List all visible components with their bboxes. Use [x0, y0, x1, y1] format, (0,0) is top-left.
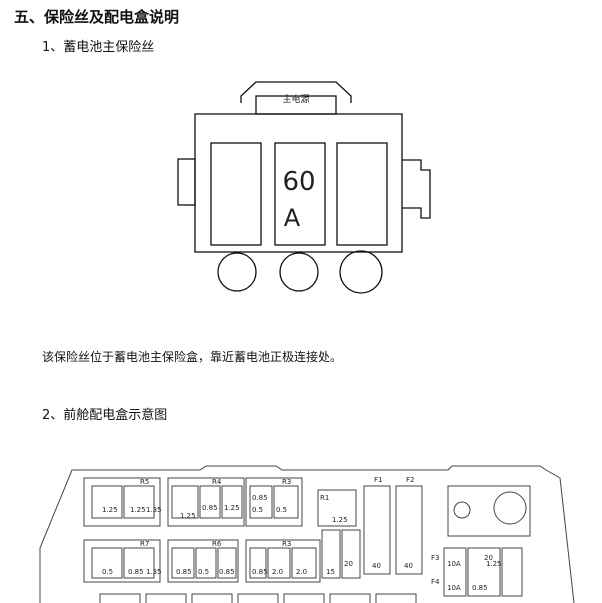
section-title: 五、保险丝及配电盒说明: [14, 8, 180, 26]
fuse-value: 0.85: [472, 584, 488, 592]
fuse-value: 1.25: [224, 504, 240, 512]
fuse-value: 0.5: [252, 506, 263, 514]
fuse-value: 2.0: [272, 568, 283, 576]
relay-label: R7: [140, 540, 149, 548]
fuse-value: 1.25: [102, 506, 118, 514]
main-fuse-right-connector: [402, 159, 431, 219]
relay-label: R6: [212, 540, 222, 548]
fuse-label: F4: [431, 578, 440, 586]
main-fuse-window-left: [210, 142, 262, 246]
fuse-value: 0.85: [252, 568, 268, 576]
main-fuse-window-right: [336, 142, 388, 246]
fuse-value: 10A: [447, 584, 461, 592]
main-fuse-bolt-1: [217, 252, 257, 292]
front-box-outline: [39, 465, 575, 603]
fuse-value: 0.5: [276, 506, 287, 514]
fuse-value: 0.85: [252, 494, 268, 502]
main-fuse-bolt-2: [279, 252, 319, 292]
fuse-label: F3: [431, 554, 439, 562]
main-fuse-window-center: [274, 142, 326, 246]
fuse-value: 20: [484, 554, 493, 562]
fuse-value: 0.5: [198, 568, 209, 576]
subsection-title-main-fuse: 1、蓄电池主保险丝: [42, 40, 155, 55]
fuse-value: 1.25: [486, 560, 502, 568]
fuse-value: 15: [326, 568, 335, 576]
fuse-label: F1: [374, 476, 382, 484]
front-box-diagram: [39, 465, 575, 603]
fuse-value: 0.5: [102, 568, 113, 576]
fuse-value: 10A: [447, 560, 461, 568]
fuse-value: 40: [404, 562, 413, 570]
fuse-value: 0.85: [128, 568, 144, 576]
fuse-value: 0.85: [202, 504, 218, 512]
fuse-value: 1.35: [146, 568, 162, 576]
fuse-description: 该保险丝位于蓄电池主保险盒，靠近蓄电池正极连接处。: [42, 350, 343, 364]
fuse-value: 0.85: [219, 568, 235, 576]
main-fuse-left-connector: [177, 158, 196, 206]
relay-label: R3: [282, 540, 291, 548]
relay-label: R1: [320, 494, 329, 502]
fuse-label: F2: [406, 476, 414, 484]
main-fuse-bolt-3: [339, 250, 383, 294]
fuse-value: 1.25: [130, 506, 146, 514]
fuse-value: 40: [372, 562, 381, 570]
relay-label: R3: [282, 478, 291, 486]
fuse-value: 20: [344, 560, 353, 568]
subsection-title-front-box: 2、前舱配电盒示意图: [42, 408, 168, 423]
main-fuse-top-tab: [240, 81, 352, 103]
fuse-value: 0.85: [176, 568, 192, 576]
relay-label: R5: [140, 478, 149, 486]
fuse-value: 1.35: [146, 506, 162, 514]
main-fuse-rating-value: 60: [282, 167, 315, 197]
fuse-value: 2.0: [296, 568, 307, 576]
main-fuse-rating-unit: A: [284, 204, 301, 232]
relay-label: R4: [212, 478, 222, 486]
fuse-value: 1.25: [180, 512, 196, 520]
main-fuse-tab-label: 主电源: [282, 93, 309, 105]
fuse-value: 1.25: [332, 516, 348, 524]
